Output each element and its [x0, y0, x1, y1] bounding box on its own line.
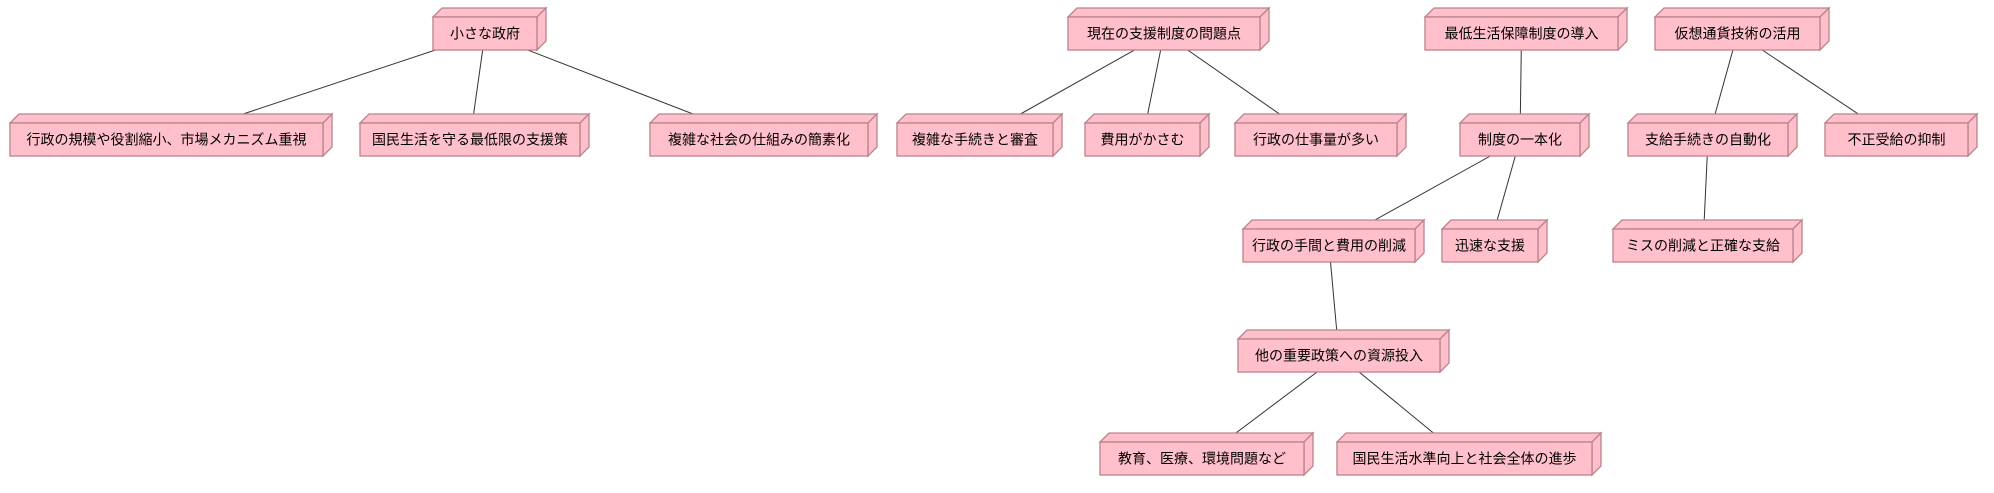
- node-front-face: [1237, 338, 1441, 373]
- node-label: ミスの削減と正確な支給: [1626, 238, 1780, 255]
- node-top-face: [648, 113, 879, 124]
- node-top-face: [358, 113, 591, 124]
- node-front-face: [1441, 228, 1539, 263]
- node-top-face: [1611, 219, 1804, 230]
- node-living-standards-progress: 国民生活水準向上と社会全体の進歩: [1335, 431, 1603, 477]
- node-top-face: [1241, 219, 1426, 230]
- node-label: 小さな政府: [450, 27, 520, 43]
- node-reduced-admin-cost: 行政の手間と費用の削減: [1241, 218, 1426, 264]
- node-label: 費用がかさむ: [1101, 133, 1185, 149]
- node-label: 行政の手間と費用の削減: [1252, 238, 1406, 255]
- node-label: 他の重要政策への資源投入: [1255, 348, 1423, 365]
- node-front-face: [1612, 228, 1794, 263]
- node-top-face: [1236, 329, 1451, 340]
- node-top-face: [1083, 113, 1211, 124]
- node-front-face: [1242, 228, 1416, 263]
- node-front-face: [1234, 122, 1398, 157]
- node-label: 仮想通貨技術の活用: [1675, 26, 1801, 43]
- node-virtual-currency-use: 仮想通貨技術の活用: [1653, 6, 1831, 52]
- node-top-face: [1098, 432, 1315, 443]
- node-front-face: [1459, 122, 1581, 157]
- node-top-face: [1233, 113, 1408, 124]
- node-front-face: [1336, 441, 1593, 476]
- node-label: 国民生活水準向上と社会全体の進歩: [1353, 451, 1577, 468]
- node-simplify-society: 複雑な社会の仕組みの簡素化: [648, 112, 879, 158]
- node-label: 支給手続きの自動化: [1645, 132, 1771, 149]
- node-heavy-admin-workload: 行政の仕事量が多い: [1233, 112, 1408, 158]
- node-front-face: [1084, 122, 1201, 157]
- node-label: 国民生活を守る最低限の支援策: [372, 132, 568, 149]
- node-label: 不正受給の抑制: [1848, 133, 1946, 149]
- node-label: 最低生活保障制度の導入: [1445, 27, 1599, 43]
- node-admin-downsizing: 行政の規模や役割縮小、市場メカニズム重視: [8, 112, 334, 158]
- node-system-unification: 制度の一本化: [1458, 112, 1591, 158]
- node-top-face: [1626, 113, 1799, 124]
- node-top-face: [431, 7, 548, 18]
- node-front-face: [1627, 122, 1789, 157]
- node-label: 複雑な手続きと審査: [912, 132, 1038, 149]
- node-complex-procedures: 複雑な手続きと審査: [895, 112, 1064, 158]
- node-education-medical-environment: 教育、医療、環境問題など: [1098, 431, 1315, 477]
- node-label: 行政の規模や役割縮小、市場メカニズム重視: [27, 132, 307, 149]
- node-automated-payment: 支給手続きの自動化: [1626, 112, 1799, 158]
- node-fraud-prevention: 不正受給の抑制: [1823, 112, 1979, 158]
- node-front-face: [359, 122, 581, 157]
- node-front-face: [1067, 16, 1261, 51]
- node-top-face: [8, 113, 334, 124]
- node-minimum-safety-net: 国民生活を守る最低限の支援策: [358, 112, 591, 158]
- node-rapid-support: 迅速な支援: [1440, 218, 1549, 264]
- node-top-face: [1458, 113, 1591, 124]
- node-current-system-problems: 現在の支援制度の問題点: [1066, 6, 1271, 52]
- node-top-face: [1440, 219, 1549, 230]
- node-top-face: [1823, 113, 1979, 124]
- node-top-face: [1066, 7, 1271, 18]
- node-front-face: [432, 16, 538, 51]
- node-top-face: [1653, 7, 1831, 18]
- node-front-face: [1099, 441, 1305, 476]
- node-small-government: 小さな政府: [431, 6, 548, 52]
- node-label: 行政の仕事量が多い: [1253, 132, 1379, 149]
- node-high-costs: 費用がかさむ: [1083, 112, 1211, 158]
- node-label: 現在の支援制度の問題点: [1087, 27, 1241, 43]
- node-front-face: [9, 122, 324, 157]
- node-label: 教育、医療、環境問題など: [1118, 451, 1286, 468]
- node-front-face: [896, 122, 1054, 157]
- node-resource-reallocation: 他の重要政策への資源投入: [1236, 328, 1451, 374]
- node-minimum-income-guarantee: 最低生活保障制度の導入: [1423, 6, 1629, 52]
- node-label: 制度の一本化: [1478, 133, 1562, 149]
- node-front-face: [649, 122, 869, 157]
- node-front-face: [1424, 16, 1619, 51]
- node-top-face: [1423, 7, 1629, 18]
- node-label: 複雑な社会の仕組みの簡素化: [668, 132, 850, 149]
- node-label: 迅速な支援: [1455, 239, 1525, 255]
- node-top-face: [1335, 432, 1603, 443]
- node-front-face: [1654, 16, 1821, 51]
- node-top-face: [895, 113, 1064, 124]
- node-front-face: [1824, 122, 1969, 157]
- node-accurate-payments: ミスの削減と正確な支給: [1611, 218, 1804, 264]
